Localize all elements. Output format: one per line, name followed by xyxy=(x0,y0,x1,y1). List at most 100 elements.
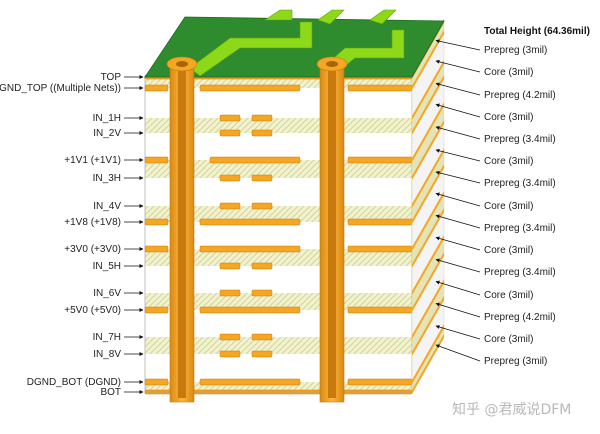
right-material-label: Prepreg (3.4mil) xyxy=(484,178,556,189)
copper-pad xyxy=(219,289,241,297)
right-arrow xyxy=(435,344,481,362)
left-layer-label: IN_2V xyxy=(93,128,121,139)
right-material-label: Core (3mil) xyxy=(484,245,533,256)
right-arrow xyxy=(435,280,481,296)
copper-pad xyxy=(347,218,413,226)
right-material-label: Prepreg (3.4mil) xyxy=(484,134,556,145)
copper-pad xyxy=(251,262,273,270)
left-layer-label: BOT xyxy=(100,387,121,398)
left-layer-label: IN_8V xyxy=(93,349,121,360)
left-layer-label: IN_5H xyxy=(93,261,121,272)
copper-pad xyxy=(347,378,413,386)
copper-side-edge xyxy=(412,235,444,295)
prepreg-band xyxy=(145,249,412,266)
right-material-label: Prepreg (3.4mil) xyxy=(484,267,556,278)
left-layer-label: +1V1 (+1V1) xyxy=(64,155,121,166)
copper-side-edge xyxy=(412,120,444,180)
left-layer-label: IN_1H xyxy=(93,113,121,124)
copper-pad xyxy=(251,129,273,137)
copper-side-edge xyxy=(412,148,444,208)
copper-side-edge xyxy=(412,279,444,339)
left-layer-label: GND_TOP ((Multiple Nets)) xyxy=(0,83,121,94)
right-arrow xyxy=(435,236,481,251)
copper-pad xyxy=(209,156,301,164)
copper-pad xyxy=(219,174,241,182)
copper-side-edge xyxy=(412,75,444,135)
right-arrow xyxy=(435,59,481,73)
right-material-label: Core (3mil) xyxy=(484,290,533,301)
right-material-label: Core (3mil) xyxy=(484,156,533,167)
copper-side-edge xyxy=(412,334,444,394)
total-height-label: Total Height (64.36mil) xyxy=(484,26,590,37)
right-arrow xyxy=(435,170,481,184)
copper-side-edge xyxy=(412,102,444,162)
copper-pad xyxy=(199,218,301,226)
left-layer-label: IN_7H xyxy=(93,332,121,343)
copper-pad xyxy=(251,174,273,182)
prepreg-band xyxy=(145,160,412,178)
via-hole xyxy=(326,61,338,67)
top-soldermask-face xyxy=(143,9,445,78)
prepreg-band xyxy=(145,337,412,354)
via-bore xyxy=(178,70,186,398)
copper-pad xyxy=(251,114,273,122)
right-arrow xyxy=(435,258,481,273)
copper-pad xyxy=(144,218,169,226)
copper-side-edge xyxy=(412,296,444,356)
right-material-label: Prepreg (3.4mil) xyxy=(484,223,556,234)
copper-pad xyxy=(144,306,169,314)
right-arrow xyxy=(435,39,481,51)
right-material-label: Prepreg (4.2mil) xyxy=(484,90,556,101)
via-hole xyxy=(176,61,188,67)
copper-pad xyxy=(199,84,301,92)
prepreg-band xyxy=(145,118,412,133)
copper-pad xyxy=(144,156,169,164)
copper-trace xyxy=(317,9,345,25)
left-layer-label: +1V8 (+1V8) xyxy=(64,217,121,228)
left-layer-label: IN_4V xyxy=(93,201,121,212)
right-arrow xyxy=(435,125,481,140)
right-material-label: Core (3mil) xyxy=(484,201,533,212)
left-layer-label: IN_6V xyxy=(93,288,121,299)
copper-side-edge xyxy=(412,324,444,384)
right-arrow xyxy=(435,148,481,162)
copper-trace xyxy=(264,9,293,21)
left-layer-label: IN_3H xyxy=(93,173,121,184)
watermark-text: 知乎 @君威说DFM xyxy=(452,401,571,418)
prepreg-band xyxy=(145,293,412,310)
right-material-labels: Prepreg (3mil) Core (3mil) Prepreg (4.2mil… xyxy=(435,39,556,367)
copper-pad xyxy=(199,245,301,253)
copper-pad xyxy=(219,262,241,270)
right-material-label: Prepreg (4.2mil) xyxy=(484,312,556,323)
copper-pad xyxy=(219,114,241,122)
copper-pad xyxy=(347,84,413,92)
plated-vias xyxy=(166,56,348,403)
copper-side-edge xyxy=(412,208,444,268)
right-arrow xyxy=(435,325,481,340)
copper-side-edge xyxy=(412,191,444,251)
copper-pad xyxy=(199,378,301,386)
board-side-face xyxy=(411,19,445,394)
copper-pad xyxy=(251,333,273,341)
right-material-label: Core (3mil) xyxy=(484,112,533,123)
prepreg-band xyxy=(145,206,412,222)
copper-pad xyxy=(251,350,273,358)
copper-side-edge xyxy=(412,164,444,224)
prepreg-band xyxy=(145,382,412,392)
right-arrow xyxy=(435,82,481,96)
copper-side-edge xyxy=(412,60,444,120)
copper-pad xyxy=(199,306,301,314)
right-arrow xyxy=(435,192,481,207)
right-material-label: Core (3mil) xyxy=(484,334,533,345)
right-material-label: Prepreg (3mil) xyxy=(484,45,547,56)
right-arrow xyxy=(435,214,481,229)
copper-pad xyxy=(219,129,241,137)
right-arrow xyxy=(435,103,481,118)
copper-pad xyxy=(251,289,273,297)
left-layer-label: +5V0 (+5V0) xyxy=(64,305,121,316)
copper-pad xyxy=(251,202,273,210)
copper-pad xyxy=(219,350,241,358)
right-material-label: Core (3mil) xyxy=(484,67,533,78)
